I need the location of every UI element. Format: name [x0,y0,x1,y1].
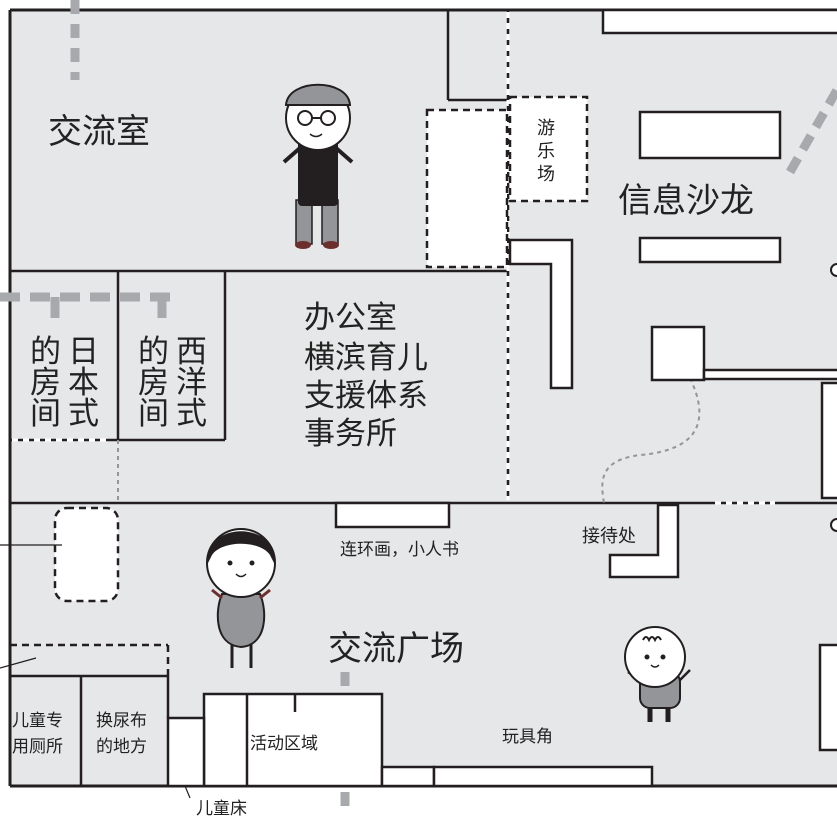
label-exchange-plaza: 交流广场 [328,629,464,669]
label-kids-bed: 儿童床 [196,799,247,818]
reception-counter [608,503,680,579]
label-picture-books: 连环画，小人书 [340,540,459,560]
toilet-area-dashed [53,506,120,603]
kids-toilet-walls [10,643,170,786]
leader-lines [0,544,191,799]
activity-area-dividers [245,694,297,786]
label-office-4: 事务所 [304,416,397,452]
label-japanese-room-col2-1: 日 [68,334,99,370]
right-lower-box [818,643,837,752]
label-western-room-col2-2: 洋 [176,365,207,401]
interior-walls [10,10,837,505]
label-kids-toilet-1: 儿童专 [12,711,63,731]
label-western-room-col2-1: 西 [176,334,207,370]
right-marker-1 [830,263,837,277]
girl-figure [206,528,276,668]
activity-area-box [202,692,384,788]
label-kids-toilet-2: 用厕所 [12,737,63,757]
reception-box [650,325,706,382]
label-western-room-col1-1: 的 [138,334,169,370]
label-western-room-col1-3: 间 [138,396,169,432]
toy-corner-shelf-b [432,765,654,788]
walking-path [601,377,701,504]
salon-table-top [638,110,782,160]
label-office-1: 办公室 [304,300,397,336]
right-wall-box [820,381,837,500]
label-toy-corner: 玩具角 [502,727,553,747]
label-western-room-col2-3: 式 [176,396,207,432]
top-shelf [601,8,837,35]
label-japanese-room-col1-3: 间 [30,396,61,432]
toy-corner-shelf-a [380,765,436,788]
salon-table-bottom [638,236,782,264]
right-marker-2 [830,518,837,532]
label-japanese-room-col2-2: 本 [68,365,99,401]
baby-figure [624,626,691,722]
label-japanese-room-col1-2: 房 [30,365,61,401]
label-diaper-area-2: 的地方 [96,737,147,757]
wall-openings [12,12,775,505]
label-japanese-room-col2-3: 式 [68,396,99,432]
elderly-man-figure [282,83,354,249]
kids-bed-box [166,716,206,788]
label-reception: 接待处 [582,526,636,547]
reception-shelf [702,368,837,381]
playground-box [508,95,589,203]
label-western-room-col1-2: 房 [138,365,169,401]
l-counter [508,238,574,390]
label-exchange-room: 交流室 [48,112,150,152]
label-info-salon: 信息沙龙 [618,181,754,221]
label-diaper-area-1: 换尿布 [96,711,147,731]
label-office-3: 支援体系 [304,378,428,414]
label-activity-area: 活动区域 [250,734,318,754]
label-playground-2: 乐 [537,141,555,162]
exchange-room-door-panel [425,108,509,269]
label-playground-1: 游 [537,118,555,139]
label-office-2: 横滨育儿 [304,340,428,376]
furniture [53,8,837,788]
picture-book-shelf [334,501,451,529]
label-japanese-room-col1-1: 的 [30,334,61,370]
label-playground-3: 场 [537,164,555,185]
